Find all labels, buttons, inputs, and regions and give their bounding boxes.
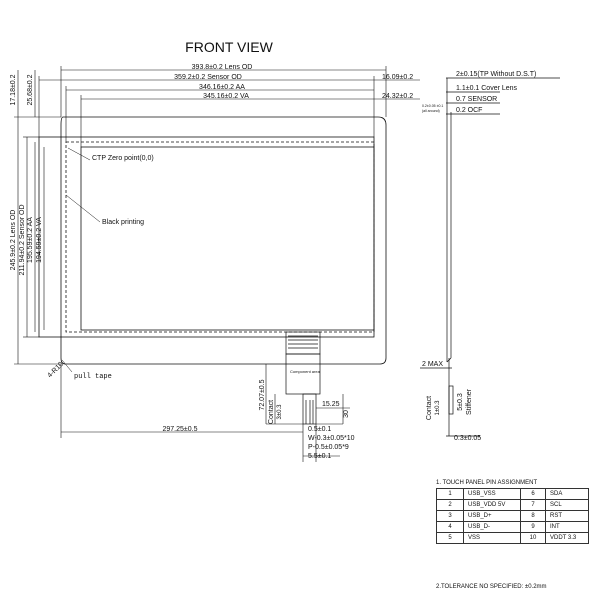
pin-cell-n2: 8	[520, 510, 546, 522]
top-offset-b-label: 25.68±0.2	[27, 74, 34, 105]
fpc-tail	[285, 331, 321, 425]
tolerance-note: 2.TOLERANCE NO SPECIFIED: ±0.2mm	[436, 584, 547, 590]
fpc-thick-label: 0.3±0.05	[454, 435, 481, 442]
fpc-total-label: 5.5±0.1	[308, 453, 331, 460]
pin-cell-s1: VSS	[463, 532, 521, 544]
pin-cell-s2: SDA	[545, 488, 589, 500]
pitch-05-label: 0.5±0.1	[308, 426, 331, 433]
total-thickness-label: 2±0.15(TP Without D.S.T)	[456, 71, 536, 78]
left-dimensions	[14, 70, 61, 365]
lens-od-h-label: 245.9±0.2 Lens OD	[10, 210, 17, 271]
aa-outline	[65, 141, 375, 333]
pin-cell-n1: 3	[436, 510, 464, 522]
pin-cell-s1: USB_VDD 5V	[463, 499, 521, 511]
sensor-od-outline	[38, 136, 375, 338]
top-offset-a-label: 17.18±0.2	[10, 74, 17, 105]
fpc-finger	[302, 393, 317, 425]
side-view	[420, 77, 560, 437]
pin-cell-n1: 4	[436, 521, 464, 533]
max-label: 2 MAX	[422, 361, 443, 368]
top-dimensions	[38, 66, 420, 147]
right-offset-b-label: 24.32±0.2	[382, 93, 413, 100]
stiffener-label: Stiffener	[466, 388, 473, 415]
pin-cell-s2: RST	[545, 510, 589, 522]
side-contact-label: Contact	[426, 396, 433, 420]
lens-outline	[60, 116, 387, 365]
pin-table-title: 1. TOUCH PANEL PIN ASSIGNMENT	[436, 480, 537, 486]
component-area-box	[285, 353, 321, 395]
sensor-od-h-label: 211.94±0.2 Sensor OD	[19, 204, 26, 275]
pin-cell-s1: USB_D+	[463, 510, 521, 522]
contact-fpc-tol-label: 3±0.3	[277, 404, 283, 420]
pitch-p-label: P-0.5±0.05*9	[308, 444, 349, 451]
fpc-length-label: 72.07±0.5	[259, 379, 266, 410]
pin-cell-s2: INT	[545, 521, 589, 533]
va-w-label: 345.16±0.2 VA	[203, 93, 249, 100]
pin-cell-n2: 9	[520, 521, 546, 533]
ctp-zero-label: CTP Zero point(0,0)	[92, 155, 154, 162]
aa-h-label: 195.59±0.2 AA	[27, 217, 34, 263]
corner-radius-label: 4-R10	[46, 361, 65, 380]
side-stiffener	[448, 385, 454, 415]
pin-cell-s2: VDDT 3.3	[545, 532, 589, 544]
fpc-connector	[285, 331, 321, 355]
black-printing-label: Black printing	[102, 219, 144, 226]
side-contact-tol-label: 1±0.3	[435, 400, 441, 416]
pin-cell-n2: 6	[520, 488, 546, 500]
fpc-width-label: 15.25	[322, 401, 340, 408]
front-view-title: FRONT VIEW	[185, 39, 273, 55]
sensor-label: 0.7 SENSOR	[456, 96, 497, 103]
stiffener-tol-label: 5±0.3	[457, 393, 464, 411]
component-area-label: Component area	[290, 369, 321, 374]
pin-cell-n1: 2	[436, 499, 464, 511]
va-outline	[80, 146, 375, 331]
lens-od-w-label: 393.8±0.2 Lens OD	[192, 64, 253, 71]
aa-w-label: 346.16±0.2 AA	[199, 84, 245, 91]
pin-cell-n2: 7	[520, 499, 546, 511]
pin-cell-n1: 5	[436, 532, 464, 544]
fpc-30-label: 30	[343, 410, 350, 418]
pin-cell-s1: USB_VSS	[463, 488, 521, 500]
va-h-label: 194.59±0.2 VA	[36, 217, 43, 263]
sensor-od-w-label: 359.2±0.2 Sensor OD	[174, 74, 242, 81]
pin-cell-s2: SCL	[545, 499, 589, 511]
right-offset-a-label: 16.09±0.2	[382, 74, 413, 81]
tiny-tol-a: 0.2±0.05 ±0.1	[422, 104, 443, 108]
panel-outlines	[38, 116, 387, 365]
bottom-dimensions	[60, 364, 350, 462]
pin-cell-s1: USB_D-	[463, 521, 521, 533]
width-w-label: W-0.3±0.05*10	[308, 435, 355, 442]
pin-cell-n2: 10	[520, 532, 546, 544]
pull-tape-label: pull tape	[74, 373, 112, 381]
offset-297-label: 297.25±0.5	[163, 426, 198, 433]
cover-lens-label: 1.1±0.1 Cover Lens	[456, 85, 518, 92]
tiny-tol-b: (all around)	[422, 109, 440, 113]
pin-cell-n1: 1	[436, 488, 464, 500]
contact-fpc-label: Contact	[268, 400, 275, 424]
oca-label: 0.2 OCF	[456, 107, 482, 114]
